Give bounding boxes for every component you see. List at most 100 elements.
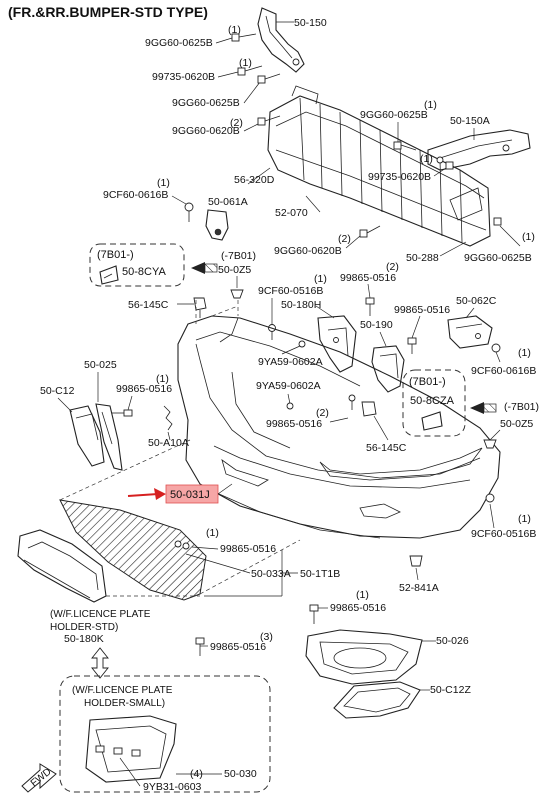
fog-lamp-cover-50-026 (305, 629, 423, 685)
label-56-145C: 56-145C (366, 442, 407, 454)
qty-label: (2) (338, 233, 351, 245)
qty-label: (1) (522, 231, 535, 243)
label-50-0Z5: 50-0Z5 (218, 264, 251, 276)
screw-99865-0516 (195, 637, 205, 656)
arrow-left-icon (470, 402, 497, 414)
label-99865-0516: 99865-0516 (340, 272, 396, 284)
qty-label: (1) (228, 24, 241, 36)
qty-label: (2) (316, 407, 329, 419)
label-50-8CYA: 50-8CYA (122, 266, 166, 278)
variant-title: (7B01-) (409, 376, 446, 388)
arrow-right-icon (154, 488, 166, 500)
label-9CF60-0616B: 9CF60-0616B (103, 189, 168, 201)
clip-56-145C (193, 297, 207, 318)
bracket-50-025 (95, 403, 123, 471)
label-50-180H: 50-180H (281, 299, 321, 311)
screw-9CF60-0516B (485, 493, 495, 503)
qty-label: (3) (260, 631, 273, 643)
screw-99865-0516 (309, 604, 319, 624)
label-9GG60-0620B: 9GG60-0620B (274, 245, 342, 257)
screw-99865-0516 (174, 540, 190, 550)
clip-52-841A (409, 555, 423, 567)
label-56-320D: 56-320D (234, 174, 275, 186)
fwd-arrow-icon: FWD (21, 763, 57, 793)
screw-9YA59-0602A (286, 402, 294, 410)
label-50-288: 50-288 (406, 252, 439, 264)
label-50-025: 50-025 (84, 359, 117, 371)
note-licence-std: (W/F.LICENCE PLATE (50, 609, 151, 620)
qty-label: (1) (518, 513, 531, 525)
label-50-030: 50-030 (224, 768, 257, 780)
trim-50-C12Z (333, 681, 421, 719)
label-9YA59-0602A: 9YA59-0602A (258, 356, 323, 368)
qty-label: (1) (424, 99, 437, 111)
qty-label: (1) (206, 527, 219, 539)
bolt-99735-0620B (445, 161, 454, 170)
grille-50-1T1B (59, 499, 207, 601)
label-9CF60-0516B: 9CF60-0516B (471, 528, 536, 540)
cover-50-8CYA (99, 265, 119, 285)
bracket-50-190 (371, 345, 405, 393)
label-50-061A: 50-061A (208, 196, 248, 208)
clip-56-145C (361, 401, 377, 417)
label-9GG60-0625B: 9GG60-0625B (464, 252, 532, 264)
label-50-026: 50-026 (436, 635, 469, 647)
label-52-070: 52-070 (275, 207, 308, 219)
bolt-9GG60-0620B (257, 115, 281, 126)
screw-9CF60-0516B (268, 324, 276, 340)
label-50-031J: 50-031J (170, 489, 210, 501)
label-99865-0516: 99865-0516 (266, 418, 322, 430)
screw-99865-0516 (407, 337, 417, 354)
label-99735-0620B: 99735-0620B (152, 71, 215, 83)
ref-label: (-7B01) (221, 250, 256, 262)
qty-label: (1) (518, 347, 531, 359)
label-9CF60-0616B: 9CF60-0616B (471, 365, 536, 377)
qty-label: (2) (230, 117, 243, 129)
label-56-145C: 56-145C (128, 299, 169, 311)
bracket-50-180H (317, 315, 357, 373)
swap-arrow-icon (91, 647, 109, 679)
qty-label: (1) (420, 153, 433, 165)
highlighted-part-callout: 50-031J (127, 483, 233, 504)
label-9GG60-0625B: 9GG60-0625B (360, 109, 428, 121)
label-50-150: 50-150 (294, 17, 327, 29)
note-licence-small: (W/F.LICENCE PLATE (72, 685, 173, 696)
variant-box-7B01 (402, 369, 466, 437)
spring-50-A10A (163, 405, 173, 431)
screw-9CF60-0616B (184, 202, 194, 222)
clip-50-0Z5 (483, 439, 497, 449)
note-licence-std: HOLDER-STD) (50, 622, 118, 633)
qty-label: (4) (190, 768, 203, 780)
cover-50-8CZA (421, 411, 443, 431)
label-9GG60-0625B: 9GG60-0625B (145, 37, 213, 49)
label-50-C12Z: 50-C12Z (430, 684, 471, 696)
label-9CF60-0516B: 9CF60-0516B (258, 285, 323, 297)
qty-label: (1) (356, 589, 369, 601)
bracket-50-062C (447, 315, 493, 349)
bolt-99735-0620B (237, 65, 263, 76)
label-50-A10A: 50-A10A (148, 437, 189, 449)
clip-50-061A (205, 209, 229, 241)
qty-label: (1) (157, 177, 170, 189)
screw-99865-0516 (365, 297, 375, 316)
diagram-title: (FR.&RR.BUMPER-STD TYPE) (8, 4, 208, 20)
clip-50-0Z5 (230, 289, 244, 299)
bolt-9GG60-0625B (393, 141, 417, 151)
label-50-1T1B: 50-1T1B (300, 568, 340, 580)
qty-label: (2) (386, 261, 399, 273)
bolt-9GG60-0625B (493, 217, 502, 226)
label-99735-0620B: 99735-0620B (368, 171, 431, 183)
bumper-cover-50-031J (177, 315, 501, 539)
label-50-C12: 50-C12 (40, 385, 75, 397)
label-99865-0516: 99865-0516 (394, 304, 450, 316)
label-50-062C: 50-062C (456, 295, 497, 307)
bracket-50-150 (257, 7, 305, 73)
variant-box-7B01 (89, 243, 185, 287)
variant-box-licence-small (59, 675, 271, 793)
label-50-8CZA: 50-8CZA (410, 395, 455, 407)
screw-99865-0516 (112, 409, 133, 417)
label-99865-0516: 99865-0516 (116, 383, 172, 395)
label-9GG60-0625B: 9GG60-0625B (172, 97, 240, 109)
